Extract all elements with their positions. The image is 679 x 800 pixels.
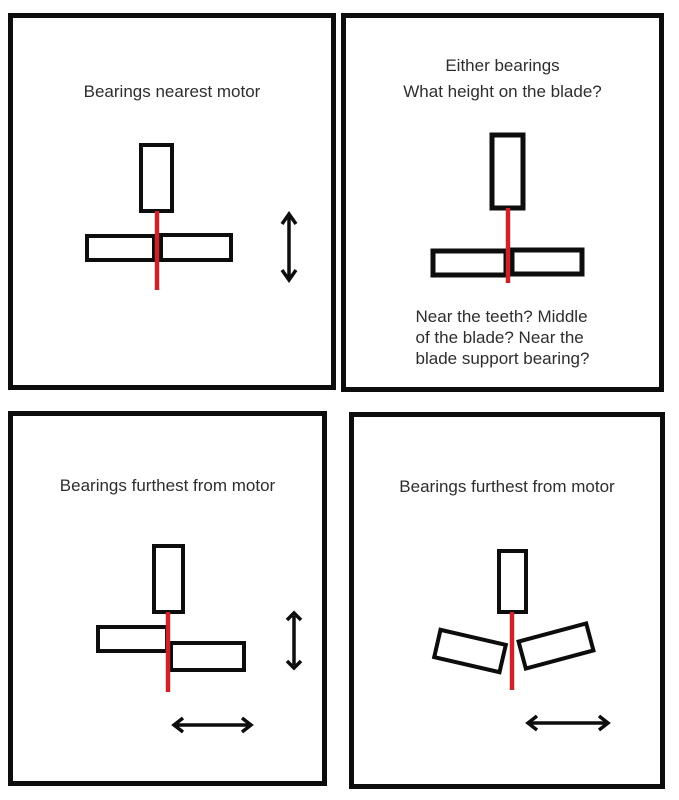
motor-block [489, 132, 526, 211]
right-guide-bearing-lowered [169, 641, 246, 672]
panel-bearings-furthest-offset: Bearings furthest from motor [8, 411, 327, 786]
note-line-3: blade support bearing? [415, 349, 590, 368]
panel-bearings-furthest-tilted: Bearings furthest from motor [349, 412, 665, 789]
bearing-diagram-offset [96, 544, 303, 734]
motor-block [152, 544, 185, 614]
bearing-diagram-nearest [85, 143, 298, 290]
note-line-2: of the blade? Near the [415, 328, 584, 347]
left-guide-bearing [85, 234, 156, 262]
panel-note: Near the teeth? Middle of the blade? Nea… [346, 306, 659, 369]
bearing-diagram-tilted [431, 549, 611, 732]
panel-either-bearings-question: Either bearings What height on the blade… [341, 13, 664, 392]
panel-title: Bearings furthest from motor [399, 477, 615, 496]
vertical-double-arrow-icon [285, 610, 303, 671]
left-guide-bearing-tilted [431, 627, 509, 675]
left-guide-bearing-raised [96, 625, 169, 653]
right-guide-bearing [509, 247, 585, 277]
motor-block [497, 549, 528, 614]
right-guide-bearing-tilted [516, 620, 596, 672]
vertical-double-arrow-icon [280, 210, 298, 284]
right-guide-bearing [159, 233, 233, 262]
panel-heading: Either bearings [445, 56, 560, 75]
bearing-diagram-height [430, 132, 585, 283]
left-guide-bearing [430, 248, 509, 278]
note-line-1: Near the teeth? Middle [415, 307, 588, 326]
panel-title: Bearings furthest from motor [59, 476, 276, 495]
motor-block [139, 143, 174, 213]
horizontal-double-arrow-icon [525, 714, 611, 732]
panel-title: Bearings nearest motor [83, 82, 261, 101]
panel-bearings-nearest-motor: Bearings nearest motor [8, 13, 336, 390]
panel-question: What height on the blade? [403, 82, 602, 101]
horizontal-double-arrow-icon [171, 716, 254, 734]
